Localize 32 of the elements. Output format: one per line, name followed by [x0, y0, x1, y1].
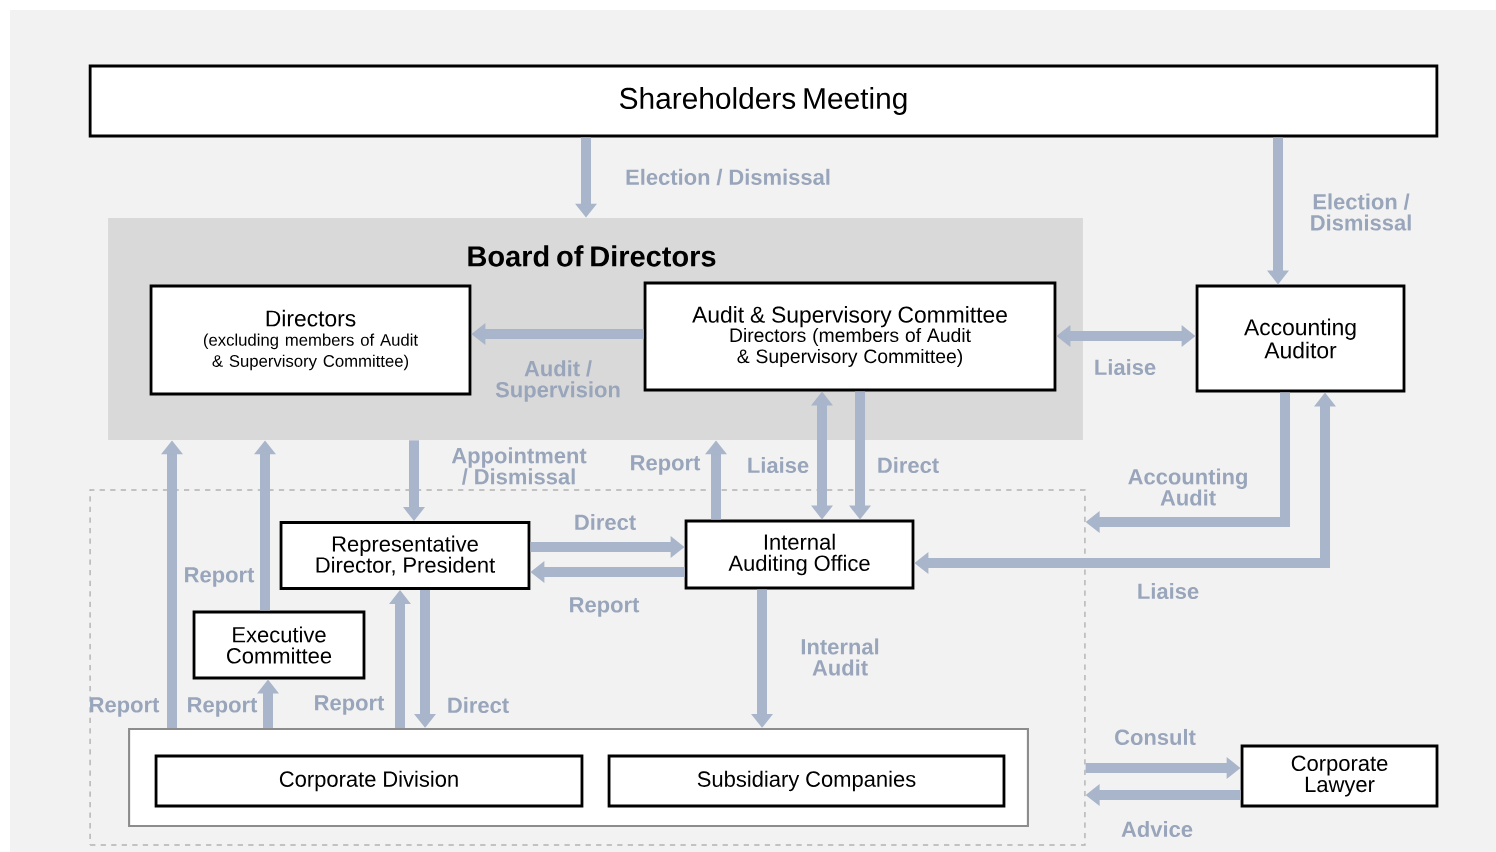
edge-label: Advice — [1121, 820, 1193, 838]
edge-label: Consult — [1115, 728, 1196, 746]
edge-label: Appointment / Dismissal — [451, 447, 587, 485]
edge-label: Liaise — [1138, 582, 1199, 600]
edge-label: Accounting Audit — [1128, 468, 1247, 506]
edge-label: Internal Audit — [801, 638, 879, 676]
edge-label: Report — [90, 697, 160, 717]
edge-label: Report — [185, 567, 255, 587]
org-box: Representative Director, President — [279, 521, 531, 590]
org-box: Internal Auditing Office — [684, 519, 915, 590]
edge-label: Direct — [575, 513, 636, 531]
org-box: Audit & Supervisory Committee Directors (members of Audit & Supervisory Committee) — [643, 281, 1057, 392]
edge-label: Election / Dismissal — [626, 168, 830, 186]
org-box: Subsidiary Companies — [607, 754, 1006, 808]
edge-label: Report — [631, 455, 701, 475]
edge-label: Liaise — [1095, 358, 1156, 376]
edge-label: Report — [570, 597, 640, 617]
edge-label: Liaise — [748, 456, 809, 474]
org-box: Executive Committee — [192, 610, 366, 680]
edge-label: Election / Dismissal — [1311, 193, 1411, 231]
panel-heading: Board of Directors — [468, 245, 716, 267]
org-box: Corporate Division — [154, 754, 584, 808]
edge-label: Report — [315, 695, 385, 715]
org-box: Directors (excluding members of Audit & Supervisory Committee) — [149, 284, 472, 396]
company-dashed-frame — [89, 489, 1086, 846]
org-box: Accounting Auditor — [1195, 284, 1406, 393]
edge-label: Direct — [448, 696, 509, 714]
edge-label: Direct — [878, 456, 939, 474]
edge-label: Audit / Supervision — [495, 360, 620, 402]
edge-label: Report — [188, 697, 258, 717]
meeting-box: Shareholders Meeting — [88, 64, 1439, 138]
org-box: Corporate Lawyer — [1240, 744, 1439, 808]
